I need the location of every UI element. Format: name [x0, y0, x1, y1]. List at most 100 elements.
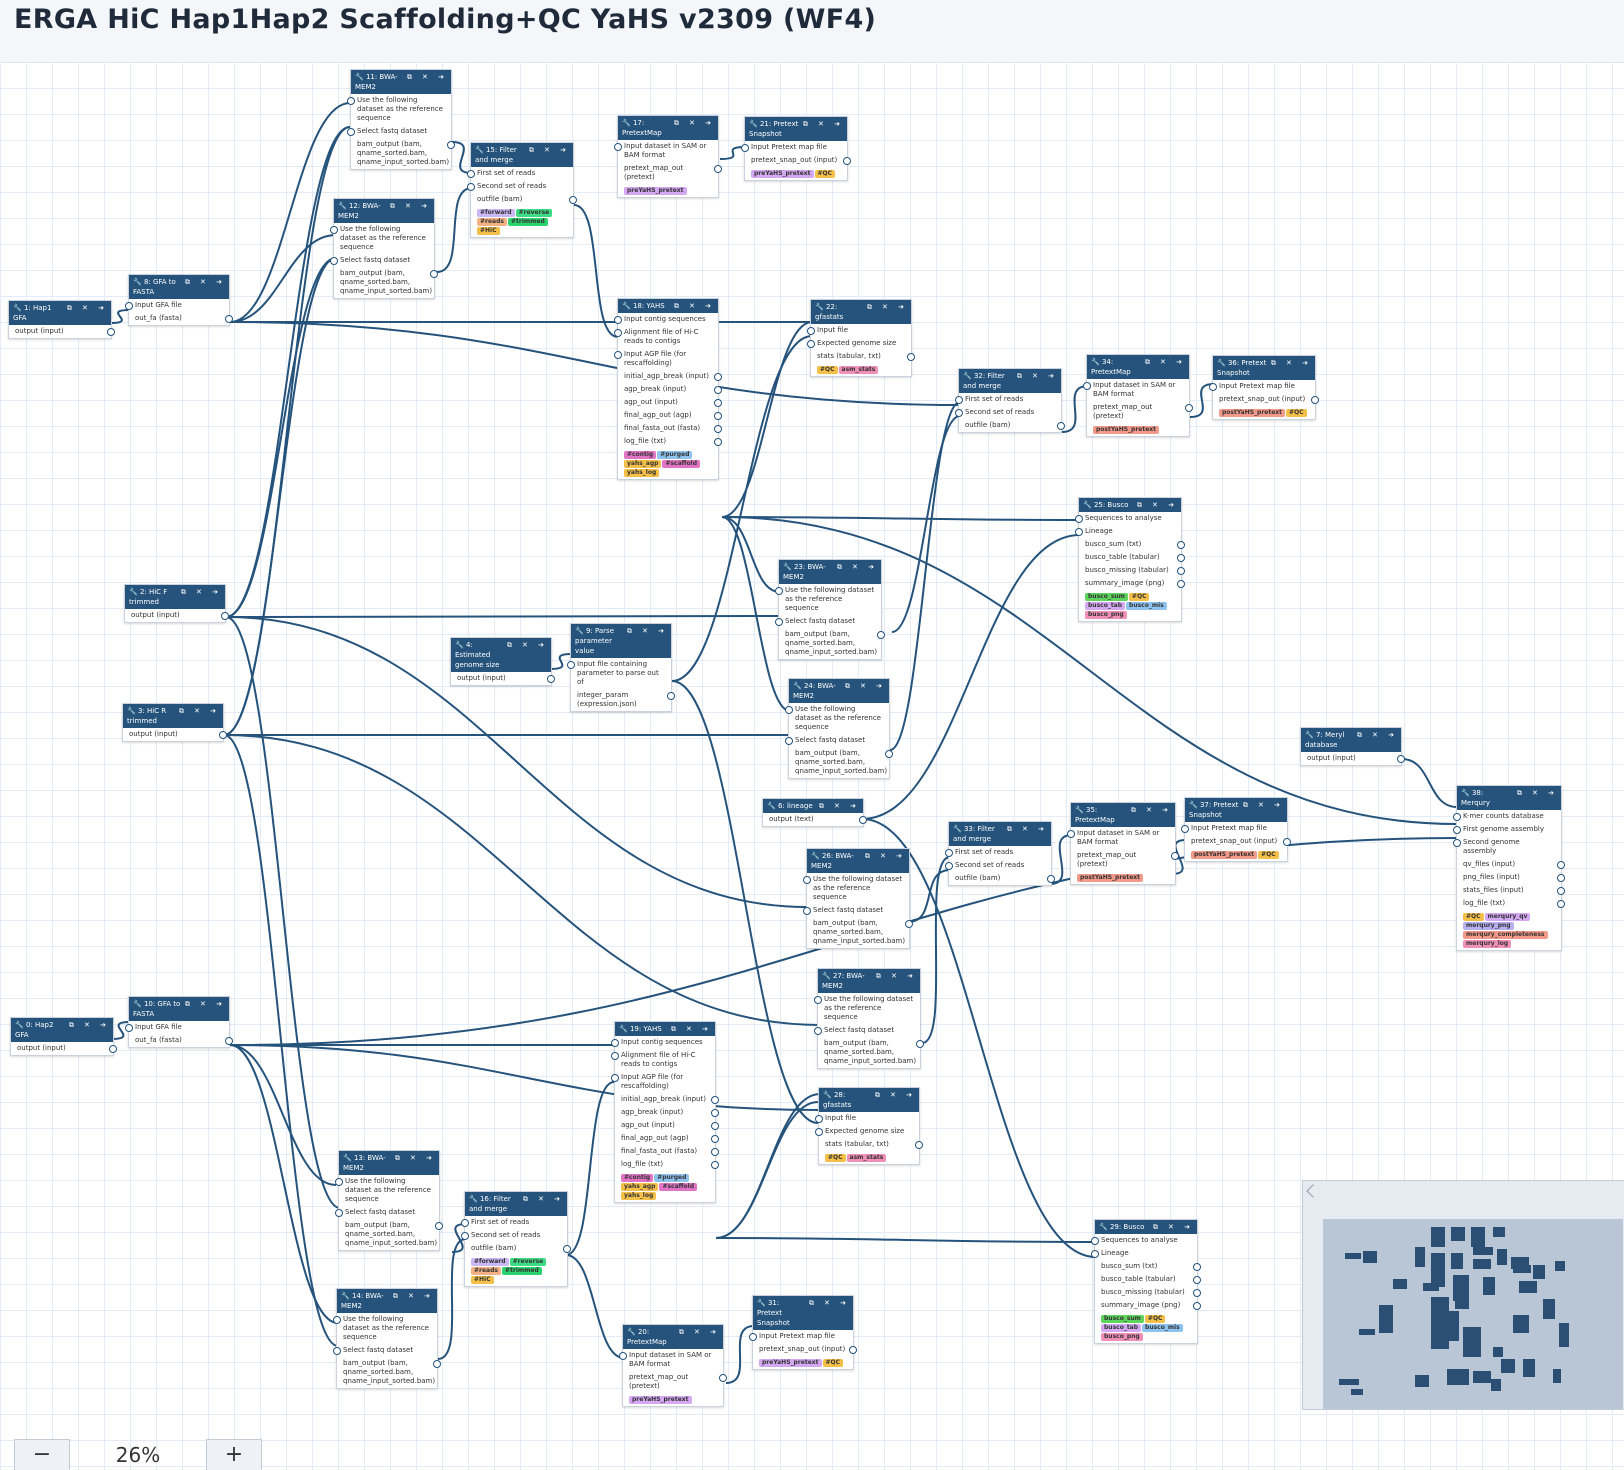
node-header[interactable]: 🔧 28: gfastats⧉ ✕ ➔ [819, 1088, 919, 1112]
output-terminal[interactable]: stats_files (input) [1457, 884, 1565, 897]
output-terminal[interactable]: integer_param (expression.json) [571, 689, 675, 711]
output-terminal[interactable]: initial_agp_break (input) [618, 370, 722, 383]
node-controls-icon[interactable]: ⧉ ✕ ➔ [394, 1154, 436, 1162]
output-terminal[interactable]: outfile (bam) [471, 193, 577, 206]
input-terminal[interactable]: Input file [807, 324, 911, 337]
node-header[interactable]: 🔧 22: gfastats⧉ ✕ ➔ [811, 300, 911, 324]
input-terminal[interactable]: Use the following dataset as the referen… [347, 94, 451, 125]
input-terminal[interactable]: Input AGP file (for rescaffolding) [614, 348, 718, 370]
node-header[interactable]: 🔧 19: YAHS⧉ ✕ ➔ [615, 1022, 715, 1036]
node-16[interactable]: 🔧 16: Filter and merge⧉ ✕ ➔First set of … [461, 1191, 571, 1287]
node-header[interactable]: 🔧 35: PretextMap⧉ ✕ ➔ [1071, 803, 1175, 827]
output-terminal[interactable]: pretext_snap_out (input) [1185, 835, 1291, 848]
node-header[interactable]: 🔧 36: Pretext Snapshot⧉ ✕ ➔ [1213, 356, 1315, 380]
node-12[interactable]: 🔧 12: BWA-MEM2⧉ ✕ ➔Use the following dat… [330, 198, 438, 299]
output-terminal[interactable]: pretext_map_out (pretext) [1071, 849, 1179, 871]
output-terminal[interactable]: bam_output (bam, qname_sorted.bam, qname… [818, 1037, 924, 1068]
node-header[interactable]: 🔧 4: Estimated genome size⧉ ✕ ➔ [451, 638, 551, 672]
node-controls-icon[interactable]: ⧉ ✕ ➔ [670, 1025, 712, 1033]
node-37[interactable]: 🔧 37: Pretext Snapshot⧉ ✕ ➔Input Pretext… [1181, 797, 1291, 862]
node-header[interactable]: 🔧 15: Filter and merge⧉ ✕ ➔ [471, 143, 573, 167]
input-terminal[interactable]: Use the following dataset as the referen… [814, 993, 920, 1024]
node-controls-icon[interactable]: ⧉ ✕ ➔ [1136, 501, 1178, 509]
input-terminal[interactable]: Use the following dataset as the referen… [803, 873, 909, 904]
output-terminal[interactable]: bam_output (bam, qname_sorted.bam, qname… [779, 628, 885, 659]
output-terminal[interactable]: agp_break (input) [615, 1106, 719, 1119]
input-terminal[interactable]: Second set of reads [955, 406, 1061, 419]
node-header[interactable]: 🔧 14: BWA-MEM2⧉ ✕ ➔ [337, 1289, 437, 1313]
output-terminal[interactable]: agp_out (input) [615, 1119, 719, 1132]
output-terminal[interactable]: pretext_map_out (pretext) [618, 162, 722, 184]
output-terminal[interactable]: pretext_map_out (pretext) [1087, 401, 1193, 423]
output-terminal[interactable]: qv_files (input) [1457, 858, 1565, 871]
node-controls-icon[interactable]: ⧉ ✕ ➔ [808, 1299, 850, 1307]
input-terminal[interactable]: Alignment file of Hi-C reads to contigs [611, 1049, 715, 1071]
node-header[interactable]: 🔧 26: BWA-MEM2⧉ ✕ ➔ [807, 849, 909, 873]
node-header[interactable]: 🔧 11: BWA-MEM2⧉ ✕ ➔ [351, 70, 451, 94]
node-controls-icon[interactable]: ⧉ ✕ ➔ [1006, 825, 1048, 833]
node-24[interactable]: 🔧 24: BWA-MEM2⧉ ✕ ➔Use the following dat… [785, 678, 893, 779]
input-terminal[interactable]: First set of reads [945, 846, 1051, 859]
node-17[interactable]: 🔧 17: PretextMap⧉ ✕ ➔Input dataset in SA… [614, 115, 722, 198]
node-header[interactable]: 🔧 1: Hap1 GFA⧉ ✕ ➔ [9, 301, 111, 325]
node-controls-icon[interactable]: ⧉ ✕ ➔ [66, 304, 108, 312]
node-14[interactable]: 🔧 14: BWA-MEM2⧉ ✕ ➔Use the following dat… [333, 1288, 441, 1389]
input-terminal[interactable]: Input file [815, 1112, 919, 1125]
node-13[interactable]: 🔧 13: BWA-MEM2⧉ ✕ ➔Use the following dat… [335, 1150, 443, 1251]
output-terminal[interactable]: pretext_snap_out (input) [753, 1343, 857, 1356]
output-terminal[interactable]: initial_agp_break (input) [615, 1093, 719, 1106]
input-terminal[interactable]: Input Pretext map file [1181, 822, 1287, 835]
node-3[interactable]: 🔧 3: HiC R trimmed⧉ ✕ ➔output (input) [122, 703, 227, 742]
input-terminal[interactable]: Second set of reads [945, 859, 1051, 872]
node-header[interactable]: 🔧 7: Meryl database⧉ ✕ ➔ [1301, 728, 1401, 752]
output-terminal[interactable]: agp_out (input) [618, 396, 722, 409]
input-terminal[interactable]: Input Pretext map file [1209, 380, 1315, 393]
output-terminal[interactable]: log_file (txt) [618, 435, 722, 448]
output-terminal[interactable]: stats (tabular, txt) [819, 1138, 923, 1151]
node-20[interactable]: 🔧 20: PretextMap⧉ ✕ ➔Input dataset in SA… [619, 1324, 727, 1407]
node-header[interactable]: 🔧 13: BWA-MEM2⧉ ✕ ➔ [339, 1151, 439, 1175]
input-terminal[interactable]: First genome assembly [1453, 823, 1561, 836]
input-terminal[interactable]: Use the following dataset as the referen… [333, 1313, 437, 1344]
node-controls-icon[interactable]: ⧉ ✕ ➔ [184, 278, 226, 286]
node-controls-icon[interactable]: ⧉ ✕ ➔ [184, 1000, 226, 1008]
node-header[interactable]: 🔧 34: PretextMap⧉ ✕ ➔ [1087, 355, 1189, 379]
output-terminal[interactable]: final_agp_out (agp) [618, 409, 722, 422]
node-header[interactable]: 🔧 24: BWA-MEM2⧉ ✕ ➔ [789, 679, 889, 703]
node-controls-icon[interactable]: ⧉ ✕ ➔ [389, 202, 431, 210]
node-6[interactable]: 🔧 6: lineage⧉ ✕ ➔output (text) [762, 798, 867, 827]
node-controls-icon[interactable]: ⧉ ✕ ➔ [1356, 731, 1398, 739]
node-header[interactable]: 🔧 16: Filter and merge⧉ ✕ ➔ [465, 1192, 567, 1216]
output-terminal[interactable]: stats (tabular, txt) [811, 350, 915, 363]
node-header[interactable]: 🔧 20: PretextMap⧉ ✕ ➔ [623, 1325, 723, 1349]
node-0[interactable]: 🔧 0: Hap2 GFA⧉ ✕ ➔output (input) [10, 1017, 117, 1056]
node-controls-icon[interactable]: ⧉ ✕ ➔ [1016, 372, 1058, 380]
node-35[interactable]: 🔧 35: PretextMap⧉ ✕ ➔Input dataset in SA… [1067, 802, 1179, 885]
output-terminal[interactable]: agp_break (input) [618, 383, 722, 396]
input-terminal[interactable]: Expected genome size [807, 337, 911, 350]
node-controls-icon[interactable]: ⧉ ✕ ➔ [1242, 801, 1284, 809]
output-terminal[interactable]: bam_output (bam, qname_sorted.bam, qname… [334, 267, 438, 298]
input-terminal[interactable]: Alignment file of Hi-C reads to contigs [614, 326, 718, 348]
node-controls-icon[interactable]: ⧉ ✕ ➔ [874, 1091, 916, 1099]
node-controls-icon[interactable]: ⧉ ✕ ➔ [844, 682, 886, 690]
output-terminal[interactable]: final_fasta_out (fasta) [618, 422, 722, 435]
input-terminal[interactable]: Select fastq dataset [814, 1024, 920, 1037]
node-controls-icon[interactable]: ⧉ ✕ ➔ [392, 1292, 434, 1300]
output-terminal[interactable]: pretext_snap_out (input) [745, 154, 851, 167]
node-36[interactable]: 🔧 36: Pretext Snapshot⧉ ✕ ➔Input Pretext… [1209, 355, 1319, 420]
node-header[interactable]: 🔧 27: BWA-MEM2⧉ ✕ ➔ [818, 969, 920, 993]
node-34[interactable]: 🔧 34: PretextMap⧉ ✕ ➔Input dataset in SA… [1083, 354, 1193, 437]
node-controls-icon[interactable]: ⧉ ✕ ➔ [802, 120, 844, 128]
node-27[interactable]: 🔧 27: BWA-MEM2⧉ ✕ ➔Use the following dat… [814, 968, 924, 1069]
output-terminal[interactable]: output (input) [125, 609, 229, 622]
output-terminal[interactable]: output (text) [763, 813, 867, 826]
node-header[interactable]: 🔧 38: Merqury⧉ ✕ ➔ [1457, 786, 1561, 810]
input-terminal[interactable]: Input GFA file [125, 1021, 229, 1034]
node-controls-icon[interactable]: ⧉ ✕ ➔ [178, 707, 220, 715]
node-32[interactable]: 🔧 32: Filter and merge⧉ ✕ ➔First set of … [955, 368, 1065, 433]
output-terminal[interactable]: log_file (txt) [615, 1158, 719, 1171]
input-terminal[interactable]: Second set of reads [461, 1229, 567, 1242]
